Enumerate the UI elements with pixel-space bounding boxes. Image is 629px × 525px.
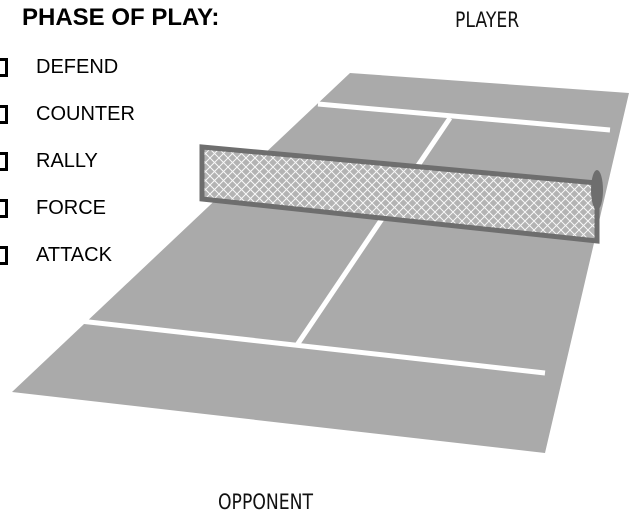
phase-of-play-title: PHASE OF PLAY: xyxy=(22,4,219,32)
opponent-label: OPPONENT xyxy=(218,490,313,514)
phase-option-label: COUNTER xyxy=(36,103,135,126)
player-label: PLAYER xyxy=(455,8,519,32)
phase-option-attack[interactable]: ATTACK xyxy=(0,232,135,279)
checkbox-icon[interactable] xyxy=(0,199,8,218)
phase-option-label: RALLY xyxy=(36,150,98,173)
net-mesh-strand xyxy=(615,140,629,250)
phase-option-counter[interactable]: COUNTER xyxy=(0,91,135,138)
checkbox-icon[interactable] xyxy=(0,105,8,124)
phase-option-label: ATTACK xyxy=(36,244,112,267)
checkbox-icon[interactable] xyxy=(0,58,8,77)
checkbox-icon[interactable] xyxy=(0,246,8,265)
phase-option-rally[interactable]: RALLY xyxy=(0,138,135,185)
phase-option-list: DEFEND COUNTER RALLY FORCE ATTACK xyxy=(0,44,135,279)
phase-option-force[interactable]: FORCE xyxy=(0,185,135,232)
phase-option-defend[interactable]: DEFEND xyxy=(0,44,135,91)
phase-option-label: FORCE xyxy=(36,197,106,220)
phase-option-label: DEFEND xyxy=(36,56,118,79)
net-post xyxy=(591,170,603,210)
net-mesh-strand xyxy=(624,140,629,250)
checkbox-icon[interactable] xyxy=(0,152,8,171)
